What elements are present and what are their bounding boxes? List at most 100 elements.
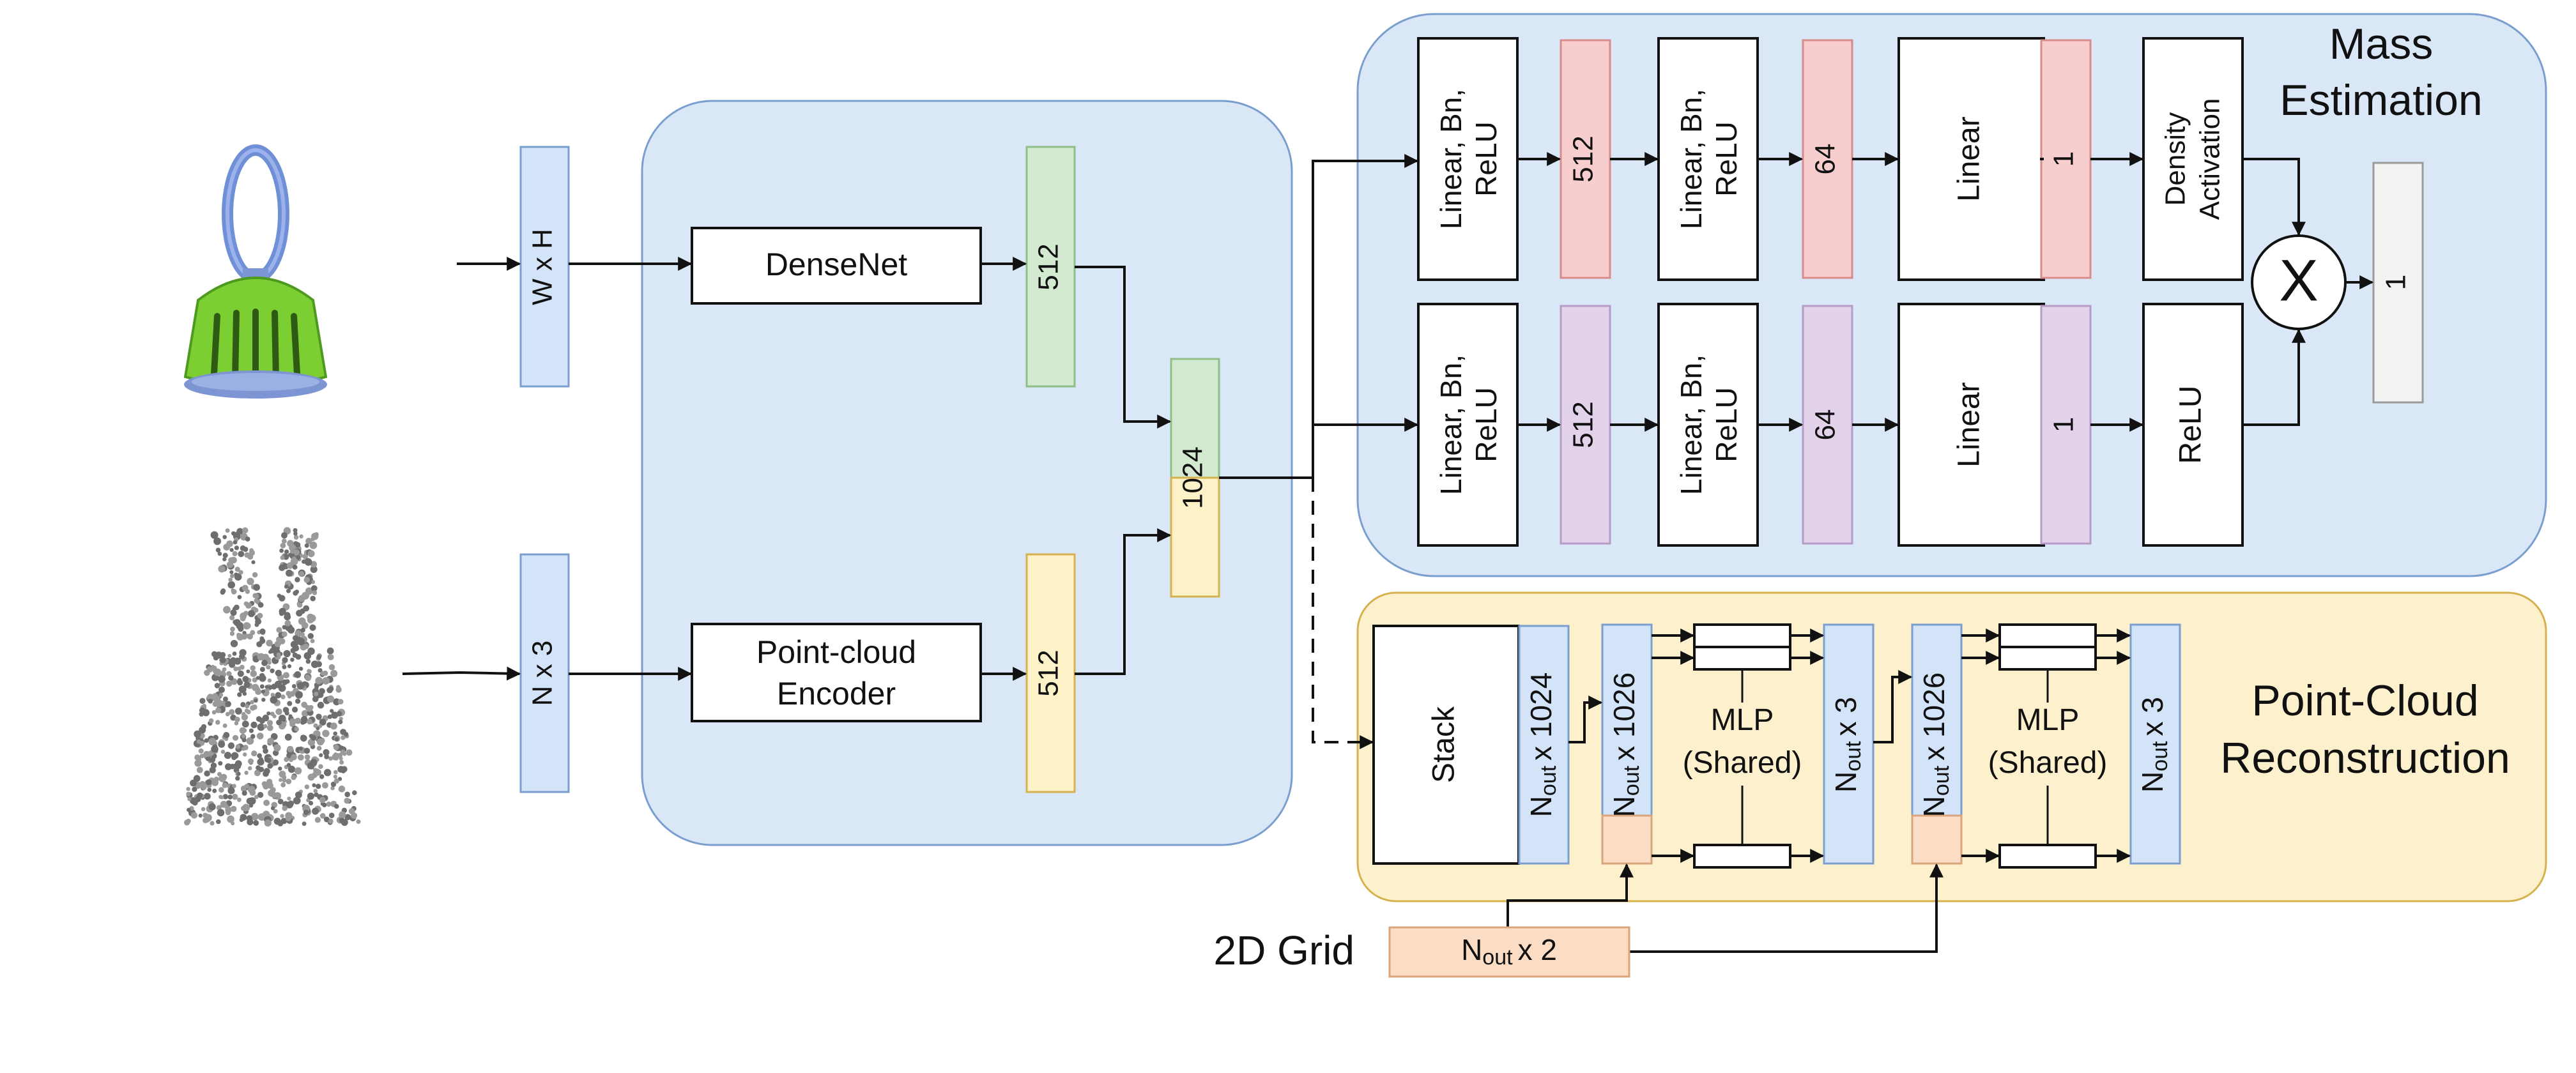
point-cloud-dot [249, 728, 254, 733]
point-cloud-dot [241, 734, 246, 738]
point-cloud-dot [250, 734, 256, 739]
decoder2-feature-label: Noutx 1026 [1917, 673, 1954, 818]
point-cloud-dot [298, 571, 305, 577]
point-cloud-dot [303, 809, 309, 815]
decoder2-n: N [1917, 796, 1951, 817]
point-cloud-dot [239, 818, 244, 822]
point-cloud-dot [279, 595, 286, 602]
point-cloud-dot [334, 770, 338, 775]
point-cloud-dot [322, 670, 328, 676]
mass-bottom-linear-bn-relu-2-text-2: ReLU [1710, 387, 1743, 462]
decoder1-output-x: x 3 [1829, 697, 1862, 736]
point-cloud-dot [236, 772, 241, 776]
pointcloud-encoder-block [691, 623, 982, 722]
point-cloud-dot [275, 692, 282, 699]
point-cloud-dot [281, 532, 288, 539]
point-cloud-dot [241, 747, 245, 751]
point-cloud-dot [244, 552, 250, 558]
arrow-relu-to-multiply [2242, 328, 2306, 426]
point-cloud-dot [275, 708, 282, 715]
point-cloud-dot [300, 632, 305, 637]
point-cloud-dot [279, 778, 283, 782]
point-cloud-dot [293, 528, 298, 533]
point-cloud-dot [295, 717, 302, 724]
point-cloud-dot [215, 707, 222, 713]
point-cloud-dot [290, 641, 298, 648]
point-cloud-dot [225, 806, 232, 814]
point-cloud-dot [312, 783, 316, 788]
mass-top-feat-1-label: 1 [2048, 151, 2080, 167]
decoder1-x: x 1026 [1607, 673, 1641, 761]
point-cloud-dot [206, 779, 212, 786]
pointcloud-encoder-label-2: Encoder [777, 676, 896, 712]
point-cloud-dot [272, 685, 276, 690]
point-cloud-dot [282, 664, 287, 669]
mass-density-activation-text-1: Density [2160, 112, 2191, 206]
point-cloud-dot [233, 540, 238, 545]
point-cloud-dot [201, 785, 207, 791]
point-cloud-dot [322, 729, 330, 738]
decoder1-out: out [1620, 765, 1644, 796]
point-cloud-dot [234, 545, 239, 551]
point-cloud-dot [290, 657, 295, 662]
recon-title-2: Reconstruction [2220, 734, 2510, 782]
point-cloud-dot [226, 671, 232, 676]
point-cloud-dot [266, 724, 273, 731]
point-cloud-dot [261, 781, 268, 787]
point-cloud-dot [344, 791, 350, 798]
point-cloud-dot [257, 723, 265, 731]
point-cloud-dot [352, 790, 357, 795]
point-cloud-dot [246, 815, 253, 821]
point-cloud-dot [292, 706, 298, 713]
point-cloud-dot [308, 614, 316, 622]
point-cloud-dot [286, 763, 291, 768]
mass-top-linear [1897, 37, 2045, 281]
point-cloud-dot [273, 809, 278, 814]
point-cloud-dot [298, 666, 303, 671]
point-cloud-dot [263, 768, 270, 775]
point-cloud-dot [266, 639, 273, 647]
point-cloud-dot [254, 598, 259, 604]
stacked-feature-block [1518, 625, 1570, 865]
point-cloud-dot [286, 588, 291, 593]
point-cloud-dot [282, 805, 288, 811]
point-cloud-dot [267, 660, 272, 665]
decoder1-grid-block [1601, 814, 1653, 865]
point-cloud-dot [263, 800, 270, 806]
point-cloud-dot [261, 697, 266, 702]
point-cloud-dot [239, 727, 247, 734]
point-cloud-dot [220, 749, 226, 754]
point-cloud-dot [232, 784, 236, 789]
point-cloud-dot [295, 791, 302, 798]
point-cloud-dot [307, 647, 315, 655]
point-cloud-dot [226, 540, 233, 547]
point-cloud-dot [284, 620, 291, 627]
point-cloud-dot [263, 724, 268, 729]
point-cloud-dot [227, 787, 235, 795]
point-cloud-dot [279, 564, 286, 572]
point-cloud-dot [199, 726, 206, 734]
mass-top-feat-64-label: 64 [1810, 144, 1841, 175]
point-cloud-dot [287, 701, 293, 706]
mass-output-block [2372, 162, 2424, 404]
point-cloud-dot [266, 665, 271, 670]
point-cloud-dot [293, 549, 300, 556]
point-cloud-dot [330, 669, 338, 678]
decoder2-output-label-text: Noutx 3 [2136, 697, 2172, 793]
point-cloud-dot [230, 627, 235, 632]
point-cloud-dot [310, 585, 318, 592]
point-cloud-dot [212, 788, 217, 793]
point-cloud-dot [292, 652, 298, 658]
point-cloud-dot [293, 531, 298, 536]
mlp2-top-b [1998, 646, 2097, 671]
point-cloud-dot [338, 786, 346, 793]
point-cloud-dot [243, 622, 251, 630]
point-cloud-dot [241, 634, 247, 640]
mass-title-1: Mass [2329, 20, 2433, 68]
point-cloud-dot [321, 782, 328, 789]
point-cloud-dot [261, 689, 265, 694]
point-cloud-dot [222, 794, 229, 800]
point-cloud-dot [334, 803, 339, 809]
point-cloud-dot [330, 709, 334, 713]
point-cloud-dot [319, 753, 323, 757]
